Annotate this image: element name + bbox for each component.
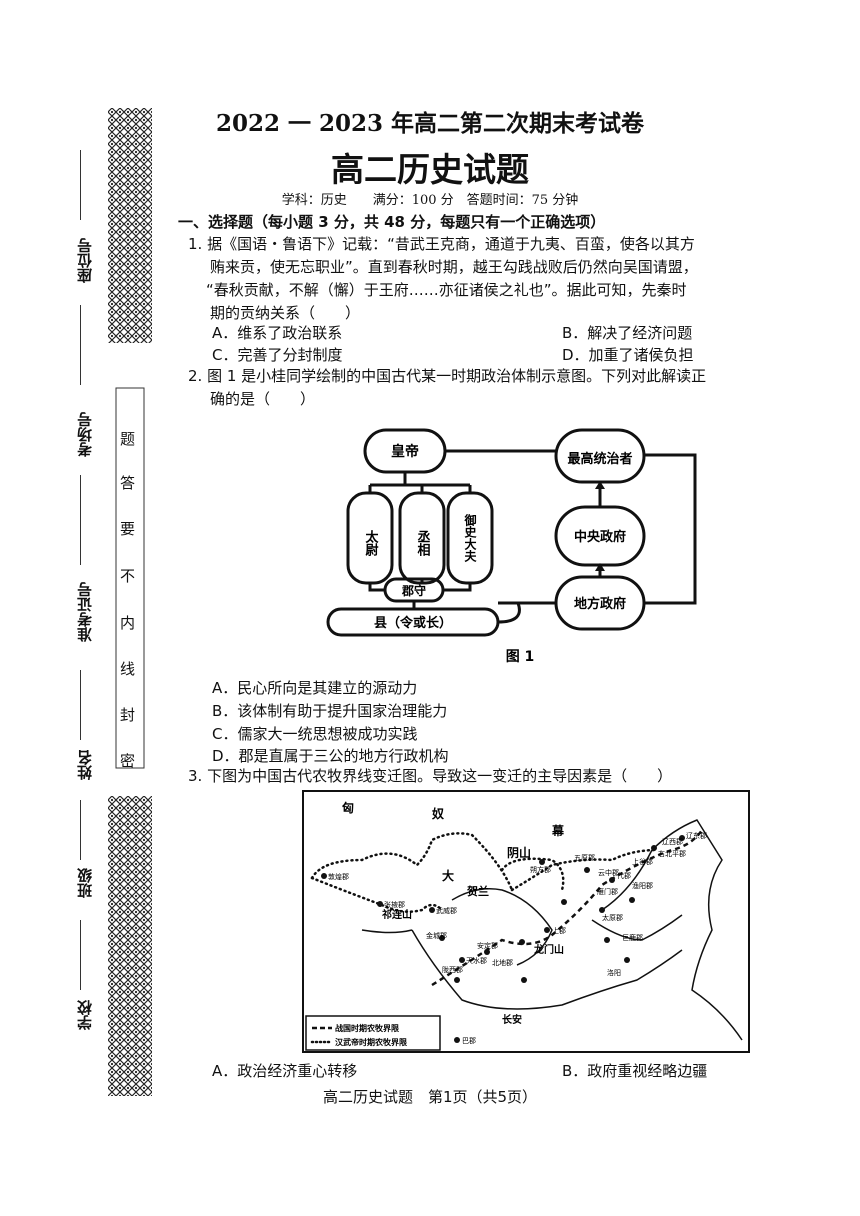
seal-char: 要 [120,520,136,538]
page-footer: 高二历史试题 第1页（共5页） [322,1088,538,1106]
yushi-text: 御史大夫 [463,513,477,563]
map-place: 金城郡 [426,931,447,940]
map-place: 太原郡 [602,913,623,922]
q2-option-a[interactable]: A．民心所向是其建立的源动力 [212,679,418,697]
chengxiang-text: 丞相 [415,530,431,557]
ticket-no-line[interactable] [80,475,81,565]
junshou-text: 郡守 [401,583,426,598]
q1-option-b[interactable]: B．解决了经济问题 [562,324,693,342]
seal-char: 不 [120,567,136,585]
map-place: 张掖郡 [384,900,405,909]
map-place: 巴郡 [462,1037,476,1045]
name-line[interactable] [80,670,81,740]
figure-caption: 图 1 [506,649,535,665]
map-label-helan: 贺兰 [466,884,489,898]
farming-pastoral-boundary-map: 匈 奴 幕 阴山 大 贺兰 祁连山 长安 龙门山 敦煌郡 张掖郡 武威郡 金城郡… [302,790,750,1053]
map-place: 上郡 [552,926,566,935]
school-label: 学校 [76,1000,94,1030]
class-label: 班级 [76,868,94,898]
school-line[interactable] [80,920,81,990]
seal-char: 封 [120,706,136,724]
q1-option-a[interactable]: A．维系了政治联系 [212,324,343,342]
seal-char: 密 [120,752,136,770]
map-place: 安定郡 [477,941,498,950]
map-place: 朔方郡 [530,865,551,874]
seat-no-line[interactable] [80,150,81,220]
q2-line: 确的是（ ） [210,390,316,408]
q3-option-b[interactable]: B．政府重视经略边疆 [562,1062,708,1080]
binding-strip [108,108,152,1096]
q1-option-d[interactable]: D．加重了诸侯负担 [562,346,694,364]
section-heading: 一、选择题（每小题 3 分，共 48 分，每题只有一个正确选项） [178,213,606,231]
seat-no-label: 座位号 [76,238,94,283]
supreme-ruler-text: 最高统治者 [567,451,632,467]
q1-line: 期的贡纳关系（ ） [210,304,361,322]
class-line[interactable] [80,800,81,860]
map-label-qilian: 祁连山 [382,908,412,921]
map-label-xiongnu-2: 奴 [431,806,444,821]
map-place: 武威郡 [436,906,457,915]
seal-char: 内 [120,614,136,632]
map-place: 北地郡 [492,958,513,967]
map-label-changan: 长安 [502,1013,522,1026]
question-1: 1. 据《国语・鲁语下》记载：“昔武王克商，通道于九夷、百蛮，使各以其方 贿来贡… [188,233,838,325]
student-info-fields: 座位号 考场号 准考证号 姓名 班级 学校 [72,150,108,1050]
map-place: 洛阳 [607,968,621,977]
map-place: 云中郡 [598,868,619,877]
map-place: 巨鹿郡 [622,933,643,942]
map-label-longmen: 龙门山 [533,943,564,956]
map-place: 五原郡 [574,854,595,862]
exam-meta: 学科：历史 满分：100 分 答题时间：75 分钟 [281,193,579,208]
q2-option-c[interactable]: C．儒家大一统思想被成功实践 [212,725,418,743]
map-place: 雁门郡 [597,887,618,896]
emperor-text: 皇帝 [391,443,419,460]
question-2: 2. 图 1 是小桂同学绘制的中国古代某一时期政治体制示意图。下列对此解读正 确… [188,365,838,411]
map-label-da: 大 [442,868,454,883]
seal-char: 线 [120,660,136,678]
q2-option-b[interactable]: B．该体制有助于提升国家治理能力 [212,702,448,720]
question-3: 3. 下图为中国古代农牧界线变迁图。导致这一变迁的主导因素是（ ） [188,767,673,785]
name-label: 姓名 [76,750,94,780]
q2-option-d[interactable]: D．郡是直属于三公的地方行政机构 [212,747,449,765]
map-label-yinshan: 阴山 [507,845,531,860]
legend-warring: 战国时期农牧界限 [335,1023,399,1033]
q1-line: “春秋贡献，不解（懈）于王府……亦征诸侯之礼也”。据此可知，先秦时 [206,281,687,299]
q1-option-c[interactable]: C．完善了分封制度 [212,346,343,364]
q2-line: 2. 图 1 是小桂同学绘制的中国古代某一时期政治体制示意图。下列对此解读正 [188,367,707,385]
map-place: 辽西郡 [662,838,683,846]
xian-text: 县（令或长） [374,615,452,631]
q1-line: 1. 据《国语・鲁语下》记载：“昔武王克商，通道于九夷、百蛮，使各以其方 [188,235,695,253]
map-label-mu: 幕 [551,823,565,838]
map-place: 上谷郡 [632,857,653,866]
han-wudi-boundary [310,832,659,913]
exam-room-line[interactable] [80,305,81,385]
map-place: 渔阳郡 [632,881,653,890]
local-gov-text: 地方政府 [574,596,626,612]
map-legend: 战国时期农牧界限 汉武帝时期农牧界限 [305,1015,441,1051]
ticket-no-label: 准考证号 [76,582,94,642]
map-place: 敦煌郡 [328,872,349,881]
figure-1-diagram: 皇帝 最高统治者 中央政府 地方政府 太尉 丞相 御史大夫 郡守 县（令或长） … [326,428,697,665]
seal-char: 题 [120,430,136,448]
map-label-xiongnu-1: 匈 [341,800,354,815]
central-gov-text: 中央政府 [574,529,626,545]
q3-option-a[interactable]: A．政治经济重心转移 [212,1062,358,1080]
exam-title: 2022 一 2023 年高二第二次期末考试卷 [215,110,645,137]
taiwei-text: 太尉 [363,529,380,557]
map-place: 辽东郡 [686,831,707,840]
map-place: 天水郡 [466,956,487,965]
map-place: 陇西郡 [442,965,463,974]
q1-line: 贿来贡，使无忘职业”。直到春秋时期，越王勾践战败后仍然向吴国请盟， [210,258,698,276]
seal-char: 答 [120,474,136,492]
exam-room-label: 考场号 [76,412,94,457]
legend-han: 汉武帝时期农牧界限 [335,1037,407,1047]
map-place: 代郡 [617,871,631,880]
subject-title: 高二历史试题 [331,150,529,189]
map-place: 右北平郡 [658,849,686,858]
